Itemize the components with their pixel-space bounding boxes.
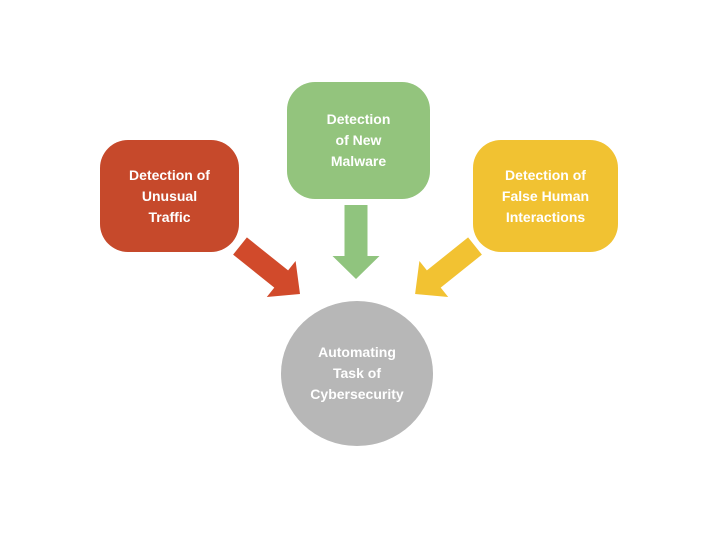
node-detection-false-human-interactions-label: Detection of False Human Interactions [501, 166, 590, 225]
arrow-green-to-center [332, 205, 380, 279]
node-detection-new-malware-label: Detection of New Malware [326, 111, 391, 169]
arrow-red-to-center [233, 237, 300, 297]
arrow-yellow-to-center [415, 237, 482, 297]
node-automating-task-of-cybersecurity-label: Automating Task of Cybersecurity [310, 344, 404, 402]
node-detection-new-malware: Detection of New Malware [287, 82, 430, 199]
node-detection-false-human-interactions: Detection of False Human Interactions [473, 140, 618, 252]
node-detection-unusual-traffic: Detection of Unusual Traffic [100, 140, 239, 252]
node-detection-unusual-traffic-label: Detection of Unusual Traffic [129, 166, 210, 225]
node-automating-task-of-cybersecurity: Automating Task of Cybersecurity [281, 301, 433, 446]
